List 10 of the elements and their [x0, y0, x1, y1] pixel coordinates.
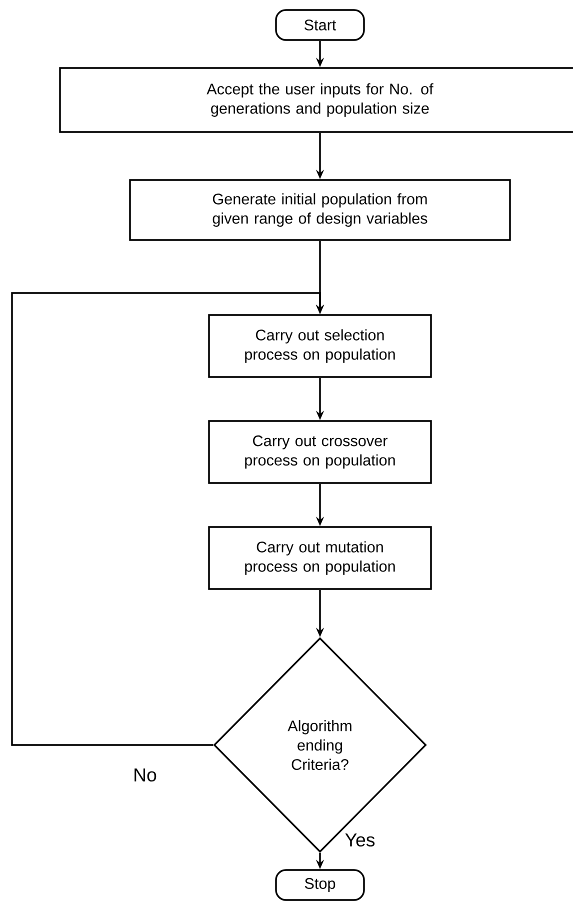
process-box: Accept the user inputs for No. of generations and population size [59, 67, 573, 133]
process-box: Generate initial population from given range of design variables [129, 179, 511, 241]
edge-label: Yes [345, 834, 375, 847]
edge-label: No [134, 768, 156, 782]
terminal: Start [275, 9, 365, 41]
terminal: Stop [275, 869, 365, 901]
process-box: Carry out selection process on population [208, 314, 432, 378]
arrow [11, 292, 324, 746]
process-box: Carry out crossover process on population [208, 420, 432, 484]
process-box: Carry out mutation process on population [208, 526, 432, 590]
